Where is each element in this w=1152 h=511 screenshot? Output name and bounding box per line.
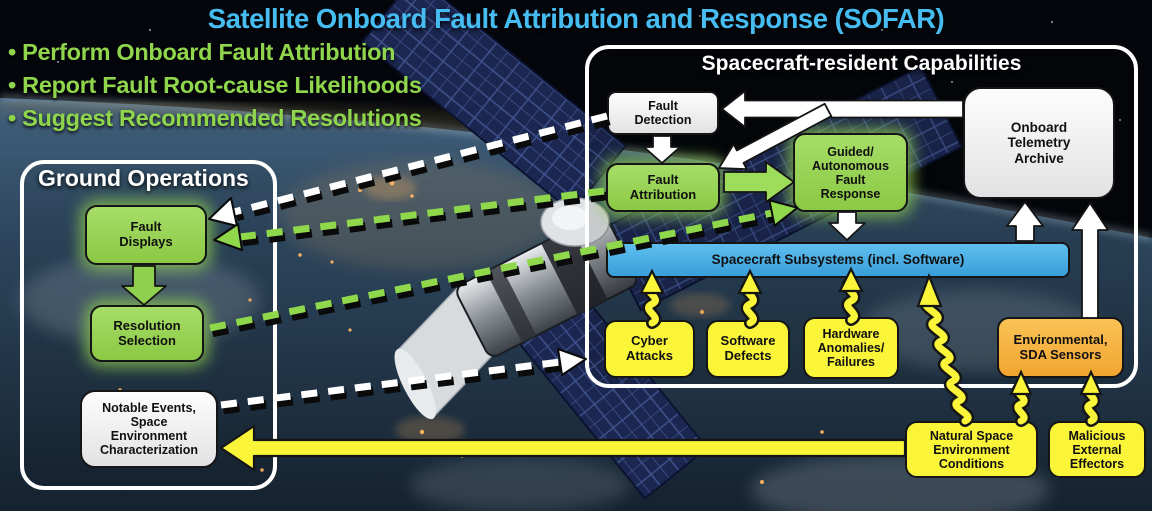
hardware-anomalies-box: Hardware Anomalies/ Failures bbox=[803, 317, 899, 379]
environmental-sda-sensors-box: Environmental, SDA Sensors bbox=[997, 317, 1124, 378]
page-title: Satellite Onboard Fault Attribution and … bbox=[207, 3, 945, 34]
software-defects-box: Software Defects bbox=[706, 320, 790, 378]
bullet-perform-attribution: • Perform Onboard Fault Attribution bbox=[8, 39, 396, 65]
bullet-report-likelihoods: • Report Fault Root-cause Likelihoods bbox=[8, 72, 422, 98]
spacecraft-subsystems-bar: Spacecraft Subsystems (incl. Software) bbox=[606, 242, 1070, 278]
guided-fault-response-box: Guided/ Autonomous Fault Response bbox=[793, 133, 908, 212]
resolution-selection-box: Resolution Selection bbox=[90, 305, 204, 362]
bullet-suggest-resolutions: • Suggest Recommended Resolutions bbox=[8, 105, 422, 131]
onboard-telemetry-archive-box: Onboard Telemetry Archive bbox=[963, 87, 1115, 199]
summary-bullets: • Perform Onboard Fault Attribution • Re… bbox=[8, 36, 422, 135]
ground-operations-title: Ground Operations bbox=[38, 165, 249, 191]
spacecraft-capabilities-title: Spacecraft-resident Capabilities bbox=[701, 52, 1022, 75]
fault-displays-box: Fault Displays bbox=[85, 205, 207, 265]
notable-events-box: Notable Events, Space Environment Charac… bbox=[80, 390, 218, 468]
fault-detection-box: Fault Detection bbox=[607, 91, 719, 135]
fault-attribution-box: Fault Attribution bbox=[606, 163, 720, 212]
natural-space-environment-box: Natural Space Environment Conditions bbox=[905, 421, 1038, 478]
cyber-attacks-box: Cyber Attacks bbox=[604, 320, 695, 378]
malicious-external-effectors-box: Malicious External Effectors bbox=[1048, 421, 1146, 478]
